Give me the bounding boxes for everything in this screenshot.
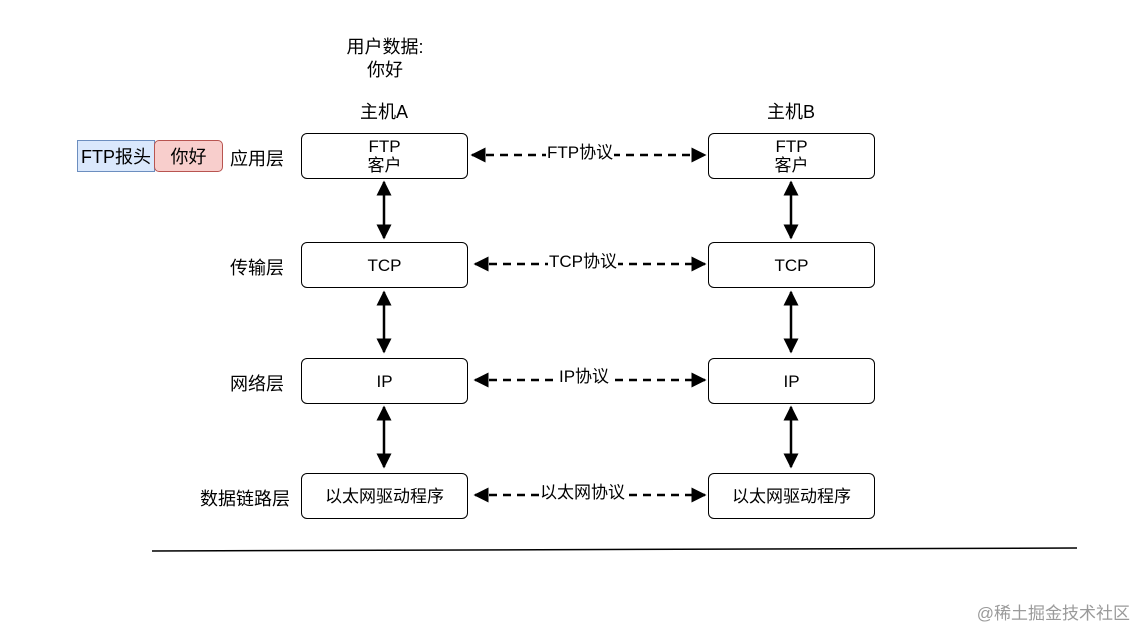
payload-block: 你好 — [154, 140, 223, 172]
user-data-caption: 用户数据: 你好 — [320, 36, 450, 82]
ftp-header-block: FTP报头 — [77, 140, 155, 172]
layer-label-transport: 传输层 — [230, 258, 284, 278]
user-data-label: 用户数据: — [346, 37, 424, 57]
watermark: @稀土掘金技术社区 — [976, 604, 1130, 623]
host-a-application-box: FTP 客户 — [301, 133, 468, 179]
host-a-transport-box: TCP — [301, 242, 468, 288]
box-line: FTP — [368, 137, 401, 156]
box-line: FTP — [775, 137, 808, 156]
host-b-network-box: IP — [708, 358, 875, 404]
user-data-value: 你好 — [367, 60, 403, 80]
protocol-label-ip: IP协议 — [558, 362, 611, 387]
layer-label-datalink: 数据链路层 — [200, 489, 290, 509]
host-b-application-box: FTP 客户 — [708, 133, 875, 179]
protocol-label-tcp: TCP协议 — [548, 247, 618, 272]
layer-label-network: 网络层 — [230, 374, 284, 394]
host-a-datalink-box: 以太网驱动程序 — [301, 473, 468, 519]
baseline — [151, 547, 1078, 552]
box-line: 客户 — [367, 156, 402, 175]
host-a-network-box: IP — [301, 358, 468, 404]
layer-label-application: 应用层 — [230, 149, 284, 169]
host-a-title: 主机A — [359, 102, 408, 122]
protocol-label-ftp: FTP协议 — [546, 138, 615, 163]
host-b-datalink-box: 以太网驱动程序 — [708, 473, 875, 519]
protocol-label-ethernet: 以太网协议 — [539, 478, 626, 503]
host-b-transport-box: TCP — [708, 242, 875, 288]
box-line: 客户 — [774, 156, 809, 175]
host-b-title: 主机B — [766, 102, 815, 122]
